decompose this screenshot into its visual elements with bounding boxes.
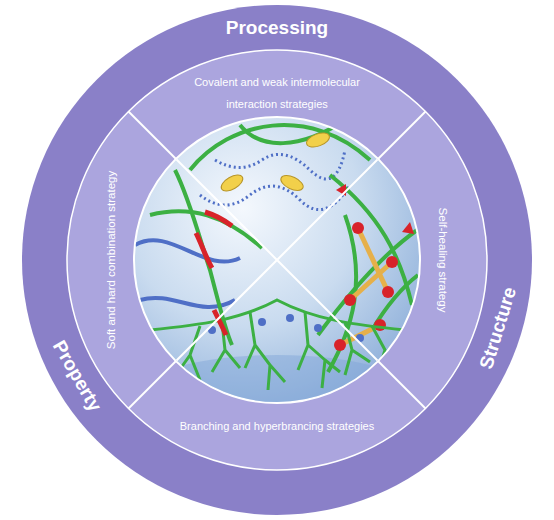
- strategy-band: Branching and hyperbrancing strategies: [180, 418, 374, 434]
- end-group: [286, 314, 294, 322]
- divider: [176, 159, 378, 361]
- end-group: [258, 318, 266, 326]
- divider: [378, 112, 426, 160]
- bond-end: [334, 339, 346, 351]
- bond-end: [386, 256, 398, 268]
- end-group: [314, 324, 322, 332]
- hard-segment: [205, 212, 232, 226]
- sphere-shadow: [137, 355, 417, 435]
- divider: [129, 361, 177, 409]
- divider: [176, 159, 378, 361]
- bond-end: [352, 222, 364, 234]
- branch: [245, 312, 285, 390]
- bond-end: [344, 294, 356, 306]
- molecule: [279, 172, 306, 193]
- divider: [129, 112, 177, 160]
- branch: [298, 312, 340, 388]
- divider: [378, 361, 426, 409]
- polymer-chain: [240, 120, 345, 143]
- strategy-band: Covalent and weak intermolecular interac…: [175, 71, 380, 115]
- strategy-label: Covalent and weak intermolecular interac…: [175, 71, 380, 115]
- strategy-label: Self-healing strategy: [435, 208, 451, 313]
- end-groups: [208, 314, 364, 342]
- strategy-label: Branching and hyperbrancing strategies: [180, 418, 374, 434]
- bond-end: [382, 286, 394, 298]
- strategy-band: Self-healing strategy: [435, 208, 451, 313]
- molecule: [219, 172, 246, 194]
- aspect-label: Processing: [226, 17, 328, 39]
- strategy-label: Soft and hard combination strategy: [103, 171, 119, 349]
- sphere-content: [135, 120, 420, 435]
- bead-chain: [215, 150, 345, 179]
- molecule: [305, 130, 332, 149]
- hard-segment: [196, 233, 212, 268]
- soft-segment: [135, 240, 240, 261]
- bond-end: [402, 222, 414, 234]
- inner-ring: [67, 50, 487, 470]
- branched-polymers: [150, 300, 405, 390]
- polymer-chain: [150, 211, 262, 248]
- bond-end: [336, 184, 346, 196]
- polymer-chain: [175, 170, 232, 345]
- strategy-band: Soft and hard combination strategy: [103, 171, 119, 349]
- outer-ring: [22, 5, 532, 515]
- polymer-chain: [372, 275, 418, 330]
